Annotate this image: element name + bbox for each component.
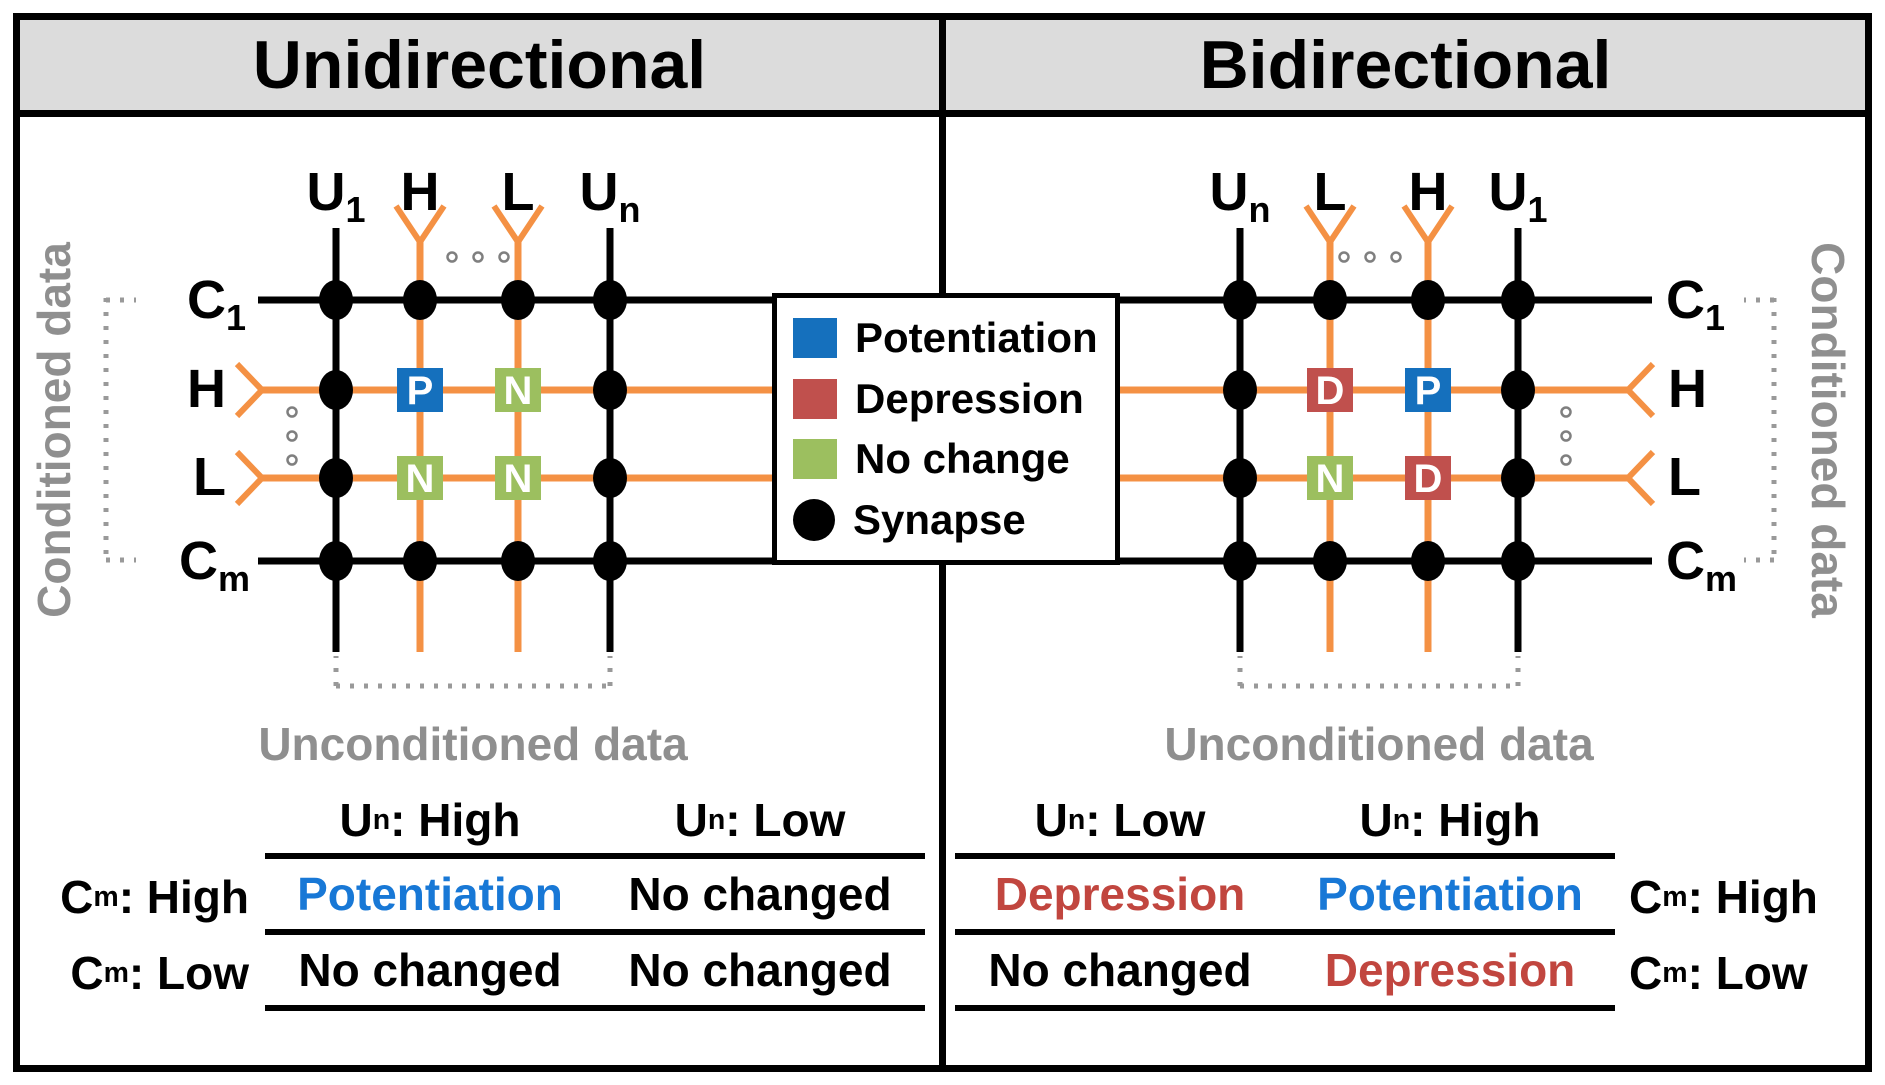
row-label: C1 (1666, 270, 1725, 338)
cell-letter: D (1316, 369, 1345, 413)
cell-potentiation (1405, 368, 1451, 412)
conditioned-data-label: Conditioned data (28, 242, 80, 618)
row-label: H (1668, 359, 1707, 419)
panel-header-unidirectional: Unidirectional (20, 20, 939, 117)
cell-letter: N (504, 369, 533, 413)
row-fork-icon (234, 361, 265, 507)
legend-item-synapse: Synapse (793, 496, 1115, 544)
cell-letter: N (504, 457, 533, 501)
column-label: L (502, 162, 535, 222)
column-label: H (401, 162, 440, 222)
unconditioned-data-label: Unconditioned data (258, 718, 688, 770)
table-cell: No changed (595, 859, 925, 935)
table-cell: No changed (955, 935, 1285, 1011)
legend-box: Potentiation Depression No change Synaps… (772, 293, 1120, 565)
cell-potentiation (397, 368, 443, 412)
column-fork-icon (1303, 204, 1455, 244)
column-label: Un (580, 162, 641, 230)
cell-letter: P (1415, 369, 1442, 413)
column-label: U1 (306, 162, 365, 230)
unconditioned-bracket (333, 656, 613, 689)
conditioned-bracket (1744, 297, 1777, 563)
row-label: Cm (179, 531, 250, 599)
row-label: H (187, 359, 226, 419)
panel-title: Unidirectional (252, 27, 707, 103)
potentiation-swatch-icon (793, 318, 837, 359)
ellipsis-dots-icon (286, 251, 510, 466)
table-cell: Depression (1285, 935, 1615, 1011)
legend-item-nochange: No change (793, 435, 1115, 483)
ellipsis-dots-icon (1338, 251, 1572, 466)
legend-label: Depression (855, 374, 1084, 422)
cell-letter: P (407, 369, 434, 413)
column-label: U1 (1488, 162, 1547, 230)
table-cell: Potentiation (265, 859, 595, 935)
cell-letter: N (1316, 457, 1345, 501)
legend-label: Synapse (853, 495, 1026, 543)
row-label: C1 (187, 270, 246, 338)
crossbar-left: U1 H L Un C1 H L Cm (28, 162, 795, 770)
weight-update-cells: P N N N (397, 368, 541, 501)
table-corner (40, 787, 265, 859)
cell-letter: D (1414, 457, 1443, 501)
unconditioned-data-label: Unconditioned data (1164, 718, 1594, 770)
row-label: L (193, 447, 226, 507)
row-label: Cm (1666, 531, 1737, 599)
cell-nochange (1307, 456, 1353, 500)
orange-row-lines (1090, 386, 1628, 482)
legend-label: Potentiation (855, 314, 1098, 362)
table-cell: No changed (265, 935, 595, 1011)
row-fork-icon (1625, 361, 1656, 507)
table-cell: No changed (595, 935, 925, 1011)
unconditioned-bracket (1237, 656, 1521, 689)
table-cell: Potentiation (1285, 859, 1615, 935)
depression-swatch-icon (793, 378, 837, 419)
synapse-dot-icon (793, 498, 835, 541)
panel-header-bidirectional: Bidirectional (946, 20, 1865, 117)
conditioned-bracket (103, 297, 136, 563)
table-corner (1615, 787, 1860, 859)
synapse-dots (1223, 280, 1535, 581)
row-label: L (1668, 447, 1701, 507)
table-cell: Depression (955, 859, 1285, 935)
cell-nochange (495, 368, 541, 412)
nochange-swatch-icon (793, 439, 837, 480)
cell-nochange (397, 456, 443, 500)
legend-item-potentiation: Potentiation (793, 314, 1115, 362)
column-label: Un (1210, 162, 1271, 230)
figure-border (13, 13, 1872, 1072)
column-fork-icon (393, 204, 545, 244)
column-label: H (1409, 162, 1448, 222)
cell-letter: N (406, 457, 435, 501)
column-label: L (1314, 162, 1347, 222)
cell-depression (1405, 456, 1451, 500)
unconditioned-column-lines (332, 228, 614, 652)
weight-update-cells: D P N D (1307, 368, 1451, 501)
synapse-dots (319, 280, 627, 581)
legend-item-depression: Depression (793, 375, 1115, 423)
conditioned-data-label: Conditioned data (1802, 242, 1854, 618)
unconditioned-column-lines (1236, 228, 1522, 652)
panel-title: Bidirectional (1199, 27, 1612, 103)
legend-label: No change (855, 435, 1070, 483)
conditioned-row-lines (1090, 296, 1652, 565)
cell-depression (1307, 368, 1353, 412)
crossbar-right: Un L H U1 C1 H L Cm D (1090, 162, 1854, 770)
cell-nochange (495, 456, 541, 500)
